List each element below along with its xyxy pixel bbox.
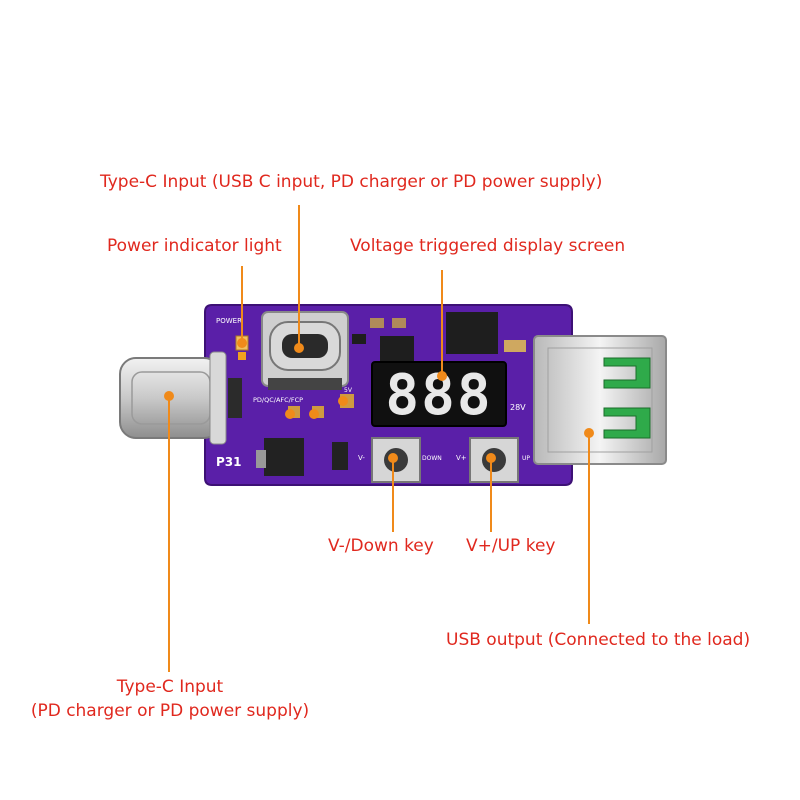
dot-silk-led-b [309, 409, 319, 419]
usb-a-output-port [533, 335, 667, 465]
dot-silk-5v-indicator [338, 396, 348, 406]
leader-display-screen [441, 270, 443, 378]
dot-power-indicator [237, 338, 247, 348]
label-power-indicator: Power indicator light [107, 236, 282, 256]
dot-down-key [388, 453, 398, 463]
leader-up-key [490, 456, 492, 532]
typec-receptacle [261, 311, 349, 390]
leader-power-indicator [241, 266, 243, 342]
label-display-screen: Voltage triggered display screen [350, 236, 626, 256]
silk-model: P31 [216, 455, 242, 469]
silk-protocols: PD/QC/AFC/FCP [253, 396, 303, 404]
silk-5v: 5V [344, 387, 353, 394]
silk-v-plus: V+ [456, 454, 467, 462]
leader-typec-input-bottom [168, 396, 170, 672]
dot-silk-led-a [285, 409, 295, 419]
label-typec-input-bottom-line1: Type-C Input [116, 677, 224, 697]
label-typec-input-top: Type-C Input (USB C input, PD charger or… [100, 172, 603, 192]
silk-up: UP [522, 455, 530, 462]
leader-down-key [392, 456, 394, 532]
dot-display-screen [437, 371, 447, 381]
silk-28v: 28V [510, 403, 526, 412]
leader-usb-output [588, 432, 590, 624]
dot-up-key [486, 453, 496, 463]
label-up-key: V+/UP key [466, 536, 556, 556]
dot-usb-output [584, 428, 594, 438]
dot-typec-input-top [294, 343, 304, 353]
dot-typec-input-bottom [164, 391, 174, 401]
label-usb-output: USB output (Connected to the load) [446, 630, 751, 650]
silk-power: POWER [216, 317, 242, 325]
label-down-key: V-/Down key [328, 536, 434, 556]
silk-down: DOWN [422, 455, 442, 462]
silk-v-minus: V- [358, 454, 365, 462]
label-typec-input-bottom-line2: (PD charger or PD power supply) [30, 701, 310, 721]
leader-typec-input-top [298, 205, 300, 350]
